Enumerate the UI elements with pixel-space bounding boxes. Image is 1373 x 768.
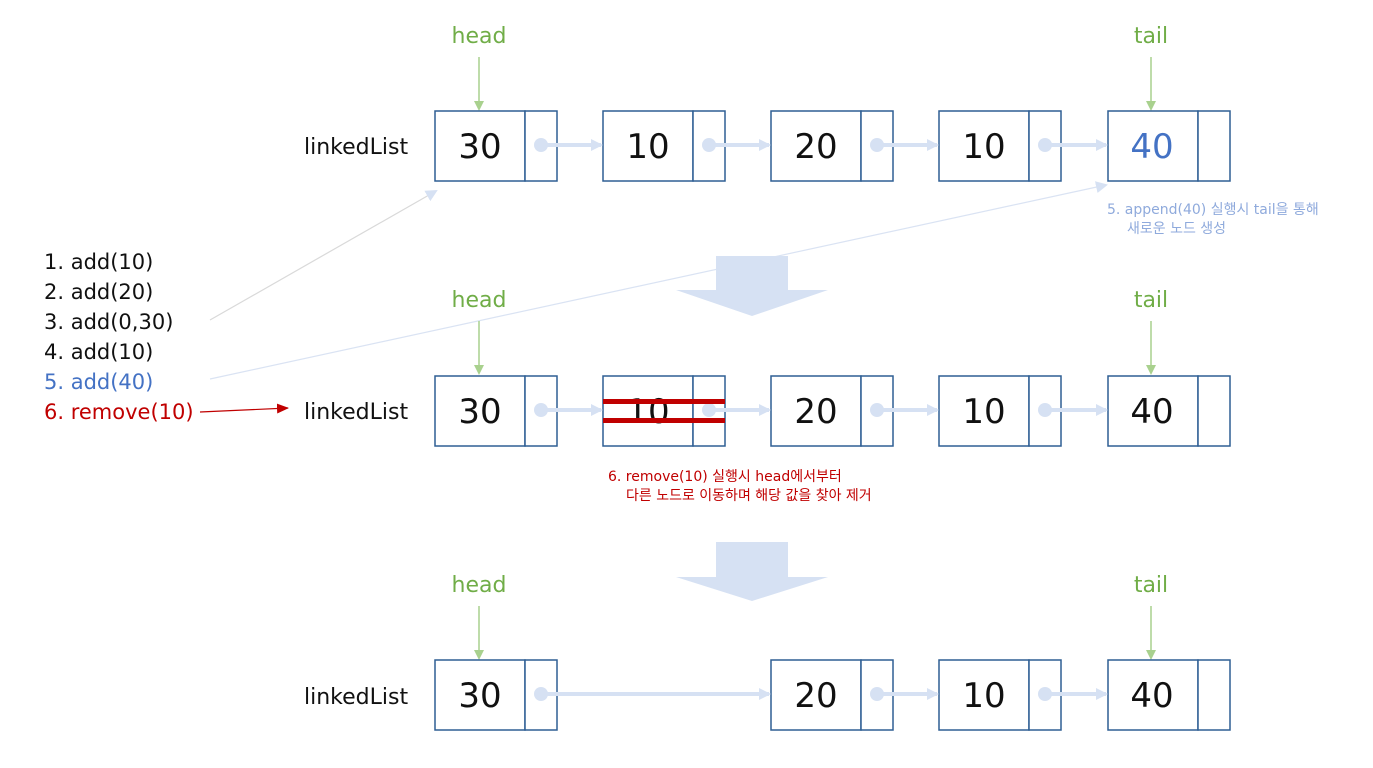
node-value: 10: [626, 127, 669, 167]
operation-6: 6. remove(10): [44, 400, 194, 424]
append-note-line-1: 5. append(40) 실행시 tail을 통해: [1107, 202, 1319, 218]
node-5-new: 40: [1107, 110, 1231, 182]
node-1: 30: [434, 110, 558, 182]
tail-label: tail: [1134, 24, 1168, 49]
remove-connector: [199, 403, 289, 414]
row-3: linkedList head tail 30 20 10 40: [304, 573, 1231, 731]
head-label: head: [452, 288, 507, 313]
add-0-30-connector: [209, 190, 438, 321]
node-value: 30: [458, 676, 501, 716]
node-value: 20: [794, 127, 837, 167]
node-value: 30: [458, 127, 501, 167]
strike-through-mark: [603, 399, 725, 423]
next-links: [534, 687, 1108, 701]
node-4: 10: [938, 375, 1062, 447]
node-value: 40: [1130, 676, 1173, 716]
node-3: 20: [770, 659, 894, 731]
remove-note-line-1: 6. remove(10) 실행시 head에서부터: [608, 469, 842, 485]
node-2-removed: 10: [602, 375, 726, 447]
node-4: 10: [938, 659, 1062, 731]
tail-label: tail: [1134, 573, 1168, 598]
node-3: 20: [770, 110, 894, 182]
down-arrow-1: [676, 256, 828, 316]
next-links: [534, 138, 1108, 152]
head-label: head: [452, 24, 507, 49]
operation-5: 5. add(40): [44, 370, 153, 394]
linked-list-label: linkedList: [304, 135, 408, 160]
operation-4: 4. add(10): [44, 340, 153, 364]
node-value: 20: [794, 392, 837, 432]
operation-2: 2. add(20): [44, 280, 153, 304]
operations-list: 1. add(10) 2. add(20) 3. add(0,30) 4. ad…: [44, 250, 194, 424]
tail-label: tail: [1134, 288, 1168, 313]
node-5: 40: [1107, 375, 1231, 447]
head-label: head: [452, 573, 507, 598]
append-connector: [209, 181, 1108, 380]
node-5: 40: [1107, 659, 1231, 731]
node-value: 10: [626, 392, 669, 432]
node-value: 40: [1130, 127, 1173, 167]
node-value: 10: [962, 676, 1005, 716]
node-4: 10: [938, 110, 1062, 182]
append-note-line-2: 새로운 노드 생성: [1127, 221, 1226, 237]
node-value: 20: [794, 676, 837, 716]
node-value: 10: [962, 127, 1005, 167]
linked-list-label: linkedList: [304, 400, 408, 425]
node-2: 10: [602, 110, 726, 182]
row-1: linkedList head tail 30 10 20 10 40: [304, 24, 1319, 237]
operation-1: 1. add(10): [44, 250, 153, 274]
node-value: 30: [458, 392, 501, 432]
row-2: linkedList head tail 30 10 20 10: [304, 288, 1231, 504]
linked-list-label: linkedList: [304, 685, 408, 710]
operation-3: 3. add(0,30): [44, 310, 173, 334]
remove-note-line-2: 다른 노드로 이동하며 해당 값을 찾아 제거: [626, 488, 872, 504]
next-links: [534, 403, 1108, 417]
down-arrow-2: [676, 542, 828, 601]
node-value: 40: [1130, 392, 1173, 432]
node-value: 10: [962, 392, 1005, 432]
